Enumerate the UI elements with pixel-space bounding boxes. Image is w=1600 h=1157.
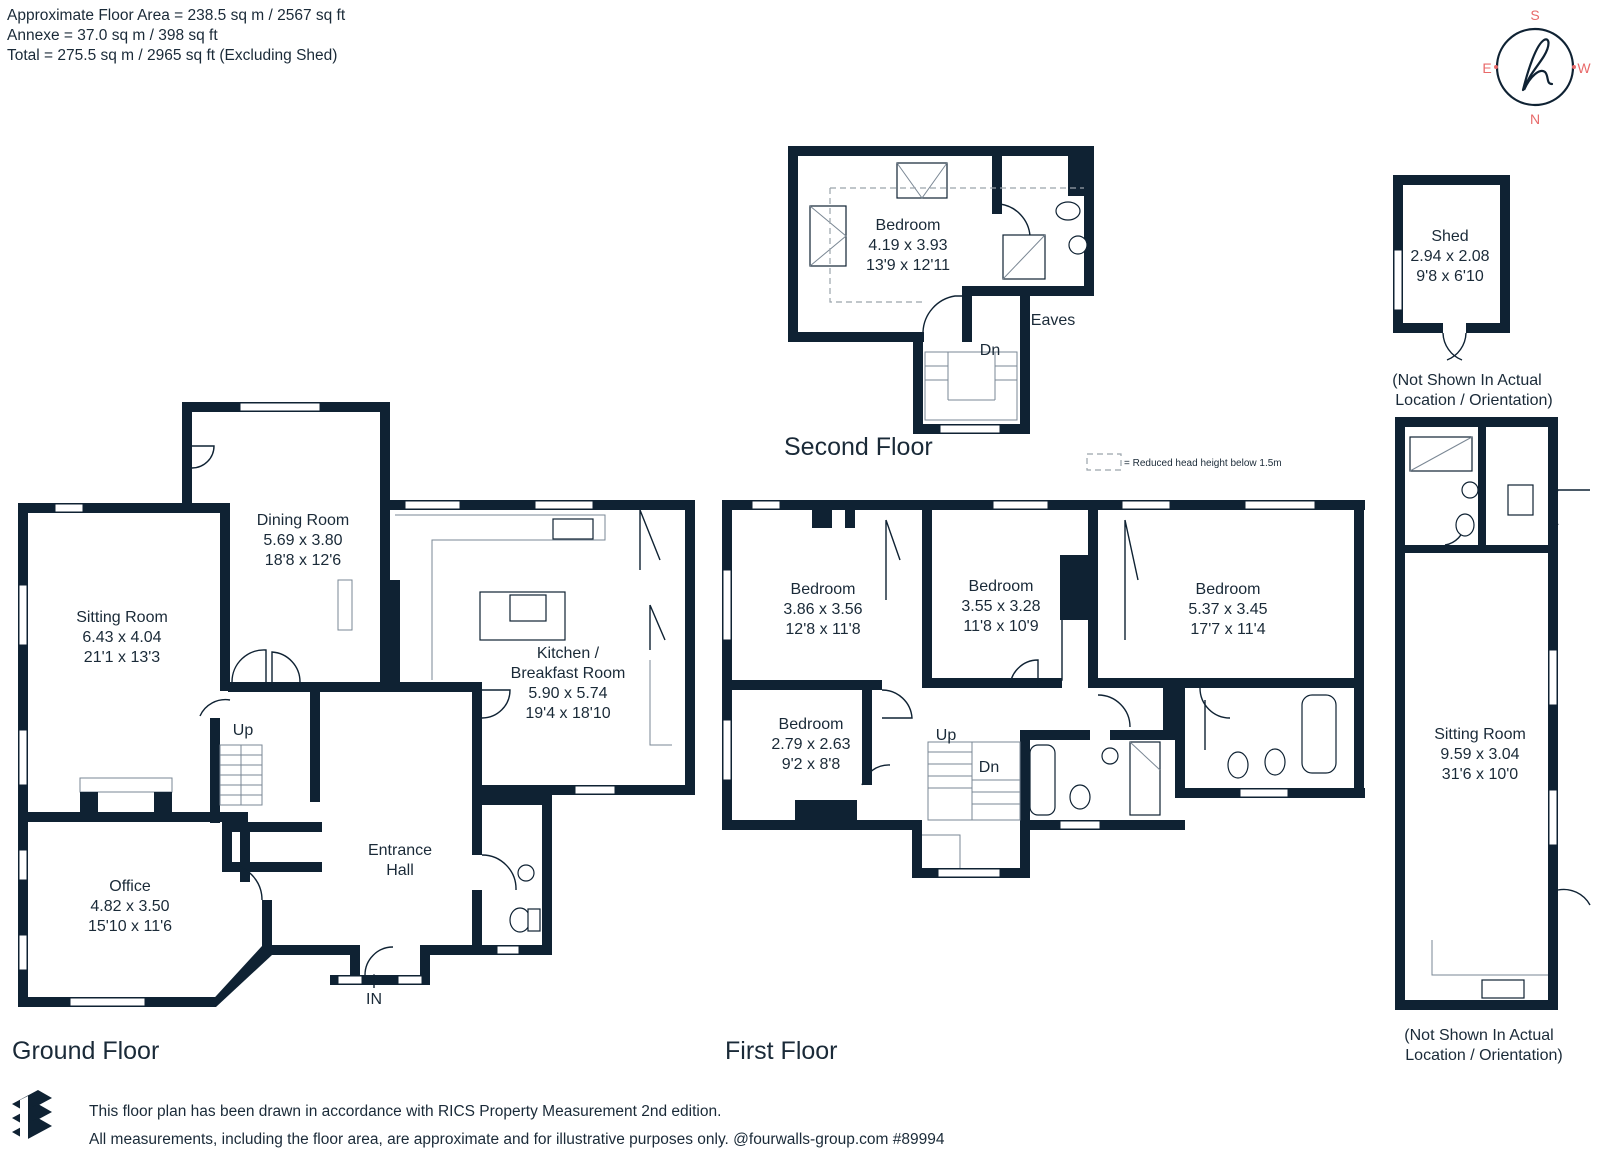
room-entrance-name-1: Entrance bbox=[368, 842, 432, 859]
room-sitting-name: Sitting Room bbox=[76, 609, 168, 626]
room-bed3-imperial: 17'7 x 11'4 bbox=[1190, 621, 1265, 638]
room-annexe-sitting-name: Sitting Room bbox=[1434, 726, 1526, 743]
room-bed2-imperial: 11'8 x 10'9 bbox=[963, 618, 1038, 635]
room-bed4-imperial: 9'2 x 8'8 bbox=[782, 756, 841, 773]
ground-floor-plan bbox=[18, 402, 695, 1007]
room-kitchen-imperial: 19'4 x 18'10 bbox=[525, 705, 610, 722]
room-sitting-metric: 6.43 x 4.04 bbox=[82, 629, 161, 646]
floor-title-ground: Ground Floor bbox=[12, 1037, 159, 1065]
room-kitchen-metric: 5.90 x 5.74 bbox=[528, 685, 607, 702]
room-bed2-metric: 3.55 x 3.28 bbox=[961, 598, 1040, 615]
floor-title-first: First Floor bbox=[725, 1037, 838, 1065]
annexe-note-line-1: (Not Shown In Actual bbox=[1404, 1027, 1553, 1044]
room-shed-metric: 2.94 x 2.08 bbox=[1410, 248, 1489, 265]
room-bed2-name: Bedroom bbox=[969, 578, 1034, 595]
second-floor-plan bbox=[788, 146, 1094, 434]
annexe-area-summary: Annexe = 37.0 sq m / 398 sq ft bbox=[7, 27, 218, 44]
eaves-label: Eaves bbox=[1031, 312, 1075, 329]
room-labels: Sitting Room 6.43 x 4.04 21'1 x 13'3 Din… bbox=[76, 217, 1563, 1064]
room-shed-imperial: 9'8 x 6'10 bbox=[1416, 268, 1484, 285]
compass-east: E bbox=[1482, 60, 1491, 76]
compass-north: N bbox=[1530, 111, 1540, 127]
footer-rics-note: This floor plan has been drawn in accord… bbox=[89, 1103, 721, 1120]
compass-south: S bbox=[1530, 7, 1539, 23]
floor-area-summary: Approximate Floor Area = 238.5 sq m / 25… bbox=[7, 7, 346, 24]
compass-west: W bbox=[1577, 60, 1591, 76]
room-dining-imperial: 18'8 x 12'6 bbox=[265, 552, 341, 569]
floor-title-second: Second Floor bbox=[784, 433, 933, 461]
room-bed1-metric: 3.86 x 3.56 bbox=[783, 601, 862, 618]
first-floor-plan bbox=[722, 500, 1365, 878]
room-bed5-name: Bedroom bbox=[876, 217, 941, 234]
room-bed3-name: Bedroom bbox=[1196, 581, 1261, 598]
shed-note-line-2: Location / Orientation) bbox=[1395, 392, 1552, 409]
annexe-note-line-2: Location / Orientation) bbox=[1405, 1047, 1562, 1064]
room-bed4-metric: 2.79 x 2.63 bbox=[771, 736, 850, 753]
room-bed5-metric: 4.19 x 3.93 bbox=[868, 237, 947, 254]
room-bed1-imperial: 12'8 x 11'8 bbox=[785, 621, 860, 638]
room-kitchen-name-2: Breakfast Room bbox=[511, 665, 626, 682]
annexe-plan bbox=[1395, 417, 1591, 1010]
stair-down-second: Dn bbox=[980, 342, 1000, 359]
room-office-name: Office bbox=[109, 878, 151, 895]
stair-down-first: Dn bbox=[979, 759, 999, 776]
reduced-head-legend-swatch bbox=[1086, 453, 1122, 471]
compass-logo-icon: S E W N bbox=[1482, 7, 1591, 127]
stair-up-first: Up bbox=[936, 727, 957, 744]
stair-up-ground: Up bbox=[233, 722, 254, 739]
fourwalls-logo-icon bbox=[12, 1090, 52, 1144]
entrance-in-label: IN bbox=[366, 991, 382, 1008]
room-shed-name: Shed bbox=[1431, 228, 1468, 245]
room-kitchen-name-1: Kitchen / bbox=[537, 645, 600, 662]
room-office-imperial: 15'10 x 11'6 bbox=[88, 918, 172, 935]
room-entrance-name-2: Hall bbox=[386, 862, 414, 879]
room-sitting-imperial: 21'1 x 13'3 bbox=[84, 649, 160, 666]
room-dining-name: Dining Room bbox=[257, 512, 349, 529]
shed-plan bbox=[1393, 175, 1510, 361]
room-bed4-name: Bedroom bbox=[779, 716, 844, 733]
room-bed1-name: Bedroom bbox=[791, 581, 856, 598]
footer-disclaimer: All measurements, including the floor ar… bbox=[89, 1131, 945, 1148]
room-bed5-imperial: 13'9 x 12'11 bbox=[866, 257, 950, 274]
shed-note-line-1: (Not Shown In Actual bbox=[1392, 372, 1541, 389]
reduced-head-legend: = Reduced head height below 1.5m bbox=[1124, 458, 1282, 469]
room-bed3-metric: 5.37 x 3.45 bbox=[1188, 601, 1267, 618]
room-office-metric: 4.82 x 3.50 bbox=[90, 898, 169, 915]
total-area-summary: Total = 275.5 sq m / 2965 sq ft (Excludi… bbox=[7, 47, 337, 64]
room-annexe-sitting-metric: 9.59 x 3.04 bbox=[1440, 746, 1519, 763]
room-dining-metric: 5.69 x 3.80 bbox=[263, 532, 342, 549]
room-annexe-sitting-imperial: 31'6 x 10'0 bbox=[1442, 766, 1518, 783]
